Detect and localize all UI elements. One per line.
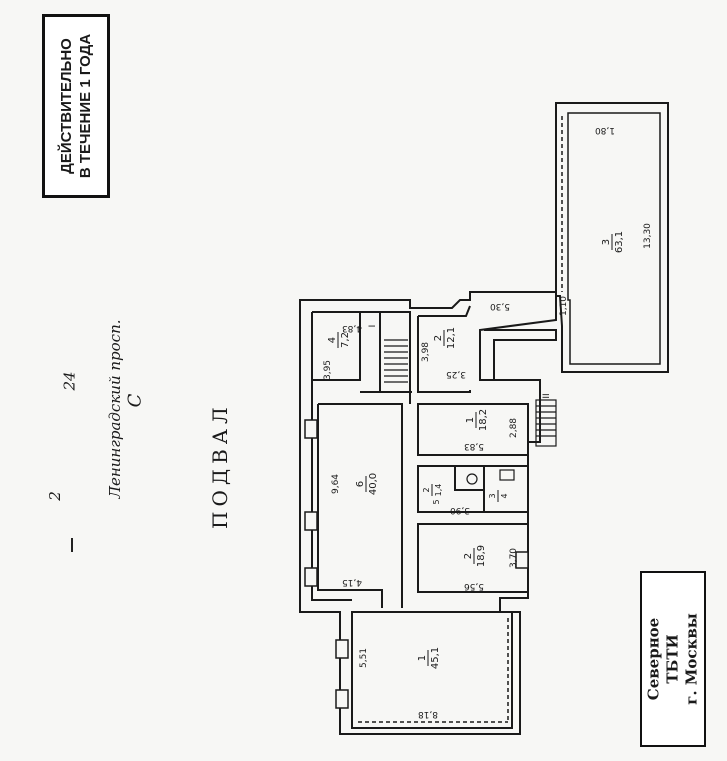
wall-top-rooms: [312, 311, 411, 404]
room-2-wc-area: 1,4: [434, 484, 443, 497]
dim-label: 1,10: [559, 296, 569, 316]
dim-label: 13,30: [643, 223, 653, 249]
room-2-top-area: 12,1: [446, 327, 457, 349]
stair-2-label: II: [542, 393, 552, 398]
window-mark-6: [515, 551, 529, 569]
room-3-number: 3: [601, 239, 612, 245]
wall-room2top: [417, 305, 471, 393]
window-mark-3: [304, 567, 318, 587]
dim-label: 2,88: [509, 418, 519, 438]
room-5-number: 5: [432, 499, 441, 504]
dim-label: 3,25: [446, 369, 466, 379]
stair-2-hatch: [535, 399, 557, 447]
window-mark-5: [335, 689, 349, 709]
dim-label: 9,64: [331, 474, 341, 494]
wall-inner-left: [311, 312, 352, 601]
room-1-big-area: 45,1: [430, 647, 441, 669]
dim-label: 8,18: [418, 709, 438, 719]
dim-label: 5,56: [464, 581, 484, 591]
address-dash: [71, 538, 73, 552]
fixture-wc: [466, 473, 478, 485]
room-1-mid-area: 18,2: [478, 409, 489, 431]
dim-label: 3,90: [450, 505, 470, 515]
dim-label: 5,83: [464, 441, 484, 451]
dim-label: 3,98: [421, 342, 431, 362]
wall-room4: [312, 312, 412, 393]
window-room1big: [351, 618, 509, 723]
wall-room1mid: [417, 403, 529, 456]
room-1-mid-number: 1: [465, 417, 476, 423]
room-1-big-number: 1: [417, 655, 428, 661]
stair-1-hatch: [384, 339, 408, 383]
wall-wc: [417, 465, 529, 513]
dim-label: 5,30: [490, 301, 510, 311]
window-mark-4: [335, 639, 349, 659]
room-2-low-area: 18,9: [476, 545, 487, 567]
validity-stamp: ДЕЙСТВИТЕЛЬНО В ТЕЧЕНИЕ 1 ГОДА: [42, 14, 110, 198]
building-outline: [299, 291, 557, 735]
fixture-sink: [499, 469, 515, 481]
room-2-top-number: 2: [433, 335, 444, 341]
room-2-wc-number: 2: [422, 487, 431, 492]
dim-label: 4,15: [342, 577, 362, 587]
room-2-low-number: 2: [463, 553, 474, 559]
wall-room2low: [417, 523, 529, 593]
room-3-wc-area: 4: [500, 493, 509, 498]
dim-label: 1,80: [595, 125, 615, 135]
room-3-wc-number: 3: [488, 493, 497, 498]
wall-corridor: [484, 329, 557, 380]
dimension-labels: 1,80 13,30 5,30 1,10 3,98 3,25 4,83 3,95…: [323, 125, 653, 719]
dim-label: 4,83: [342, 323, 362, 333]
window-mark-1: [304, 419, 318, 439]
room-6-number: 6: [355, 481, 366, 487]
dim-label: 3,70: [509, 548, 519, 568]
room-4-area: 7,2: [340, 332, 351, 348]
window-mark-2: [304, 511, 318, 531]
stair-1-label: I: [368, 325, 378, 328]
room-3-area: 63,1: [614, 231, 625, 253]
room-3-inner: [567, 112, 661, 365]
bti-stamp: Северное ТБТИ г. Москвы: [640, 571, 706, 747]
dim-label: 5,51: [359, 648, 369, 668]
room-4-number: 4: [327, 337, 338, 343]
room-6-area: 40,0: [368, 473, 379, 495]
dim-label: 3,95: [323, 360, 333, 380]
